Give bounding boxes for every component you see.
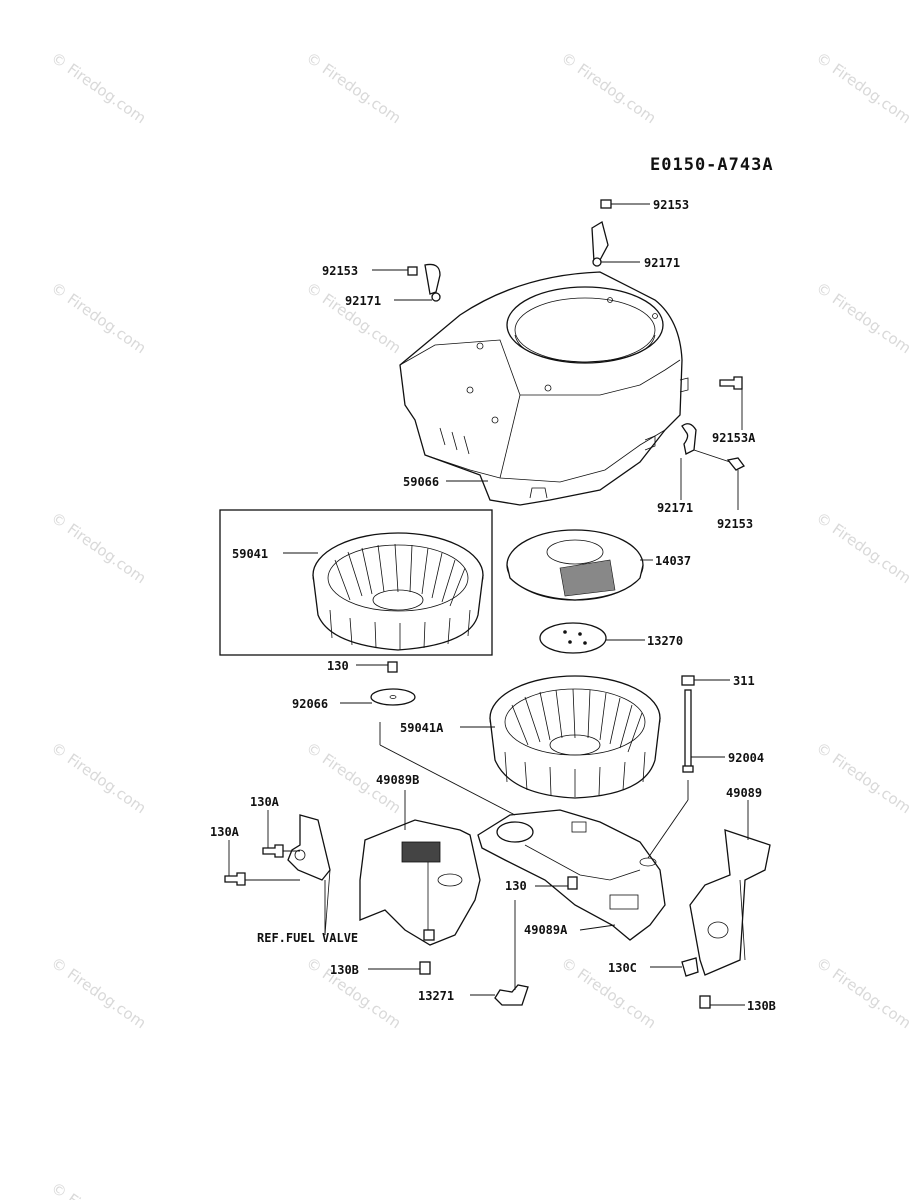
washer-part <box>370 661 416 706</box>
part-label: 130A <box>210 825 240 839</box>
part-label: 92153 <box>717 517 753 531</box>
screw-part <box>407 263 441 302</box>
watermark: © Firedog.com <box>48 279 150 358</box>
stud-part <box>681 675 695 773</box>
bolt-part <box>419 957 711 1009</box>
bracket-part <box>494 984 529 1006</box>
part-label: 92171 <box>345 294 381 308</box>
bracket-part <box>287 814 331 936</box>
part-label: 311 <box>733 674 755 688</box>
bolt-part <box>681 376 745 471</box>
leader-lines <box>228 203 749 1006</box>
part-label: 13271 <box>418 989 454 1003</box>
watermark: © Firedog.com <box>48 49 150 128</box>
part-label: 92153 <box>322 264 358 278</box>
watermark: © Firedog.com <box>48 739 150 818</box>
part-label: 13270 <box>647 634 683 648</box>
bolt-part <box>567 876 578 890</box>
watermark: © Firedog.com <box>813 954 915 1033</box>
diagram-code: E0150-A743A <box>650 155 774 175</box>
watermark: © Firedog.com <box>303 279 405 358</box>
watermark: © Firedog.com <box>813 49 915 128</box>
part-label: 130B <box>747 999 776 1013</box>
part-label: 130A <box>250 795 280 809</box>
part-label: 49089B <box>376 773 419 787</box>
baffle-part <box>359 819 481 946</box>
part-label: 49089 <box>726 786 762 800</box>
part-label: 59066 <box>403 475 439 489</box>
watermark-layer: © Firedog.com © Firedog.com © Firedog.co… <box>48 49 915 1200</box>
part-label: 92066 <box>292 697 328 711</box>
part-label: 130 <box>505 879 527 893</box>
watermark: © Firedog.com <box>303 49 405 128</box>
watermark: © Firedog.com <box>558 49 660 128</box>
fan-part <box>312 532 484 651</box>
detail-box <box>219 509 493 656</box>
screen-part <box>506 529 644 601</box>
fan-housing-part <box>399 271 689 506</box>
watermark: © Firedog.com <box>813 739 915 818</box>
watermark: © Firedog.com <box>813 509 915 588</box>
watermark: © Firedog.com <box>48 509 150 588</box>
part-label: 130B <box>330 963 359 977</box>
fan-part <box>489 675 661 799</box>
bolt-part <box>224 844 284 886</box>
part-label: 92153A <box>712 431 756 445</box>
part-label: 130C <box>608 961 637 975</box>
screw-part <box>591 199 612 267</box>
part-label: 59041 <box>232 547 268 561</box>
part-label: 49089A <box>524 923 568 937</box>
part-label: 92004 <box>728 751 764 765</box>
part-label: 92153 <box>653 198 689 212</box>
watermark: © Firedog.com <box>48 954 150 1033</box>
watermark: © Firedog.com <box>48 1179 150 1200</box>
plate-part <box>539 622 607 654</box>
watermark: © Firedog.com <box>813 279 915 358</box>
baffle-part <box>689 829 771 976</box>
part-label: 59041A <box>400 721 444 735</box>
part-label: 92171 <box>657 501 693 515</box>
part-label: 14037 <box>655 554 691 568</box>
part-label: 92171 <box>644 256 680 270</box>
reference-label: REF.FUEL VALVE <box>257 931 358 945</box>
part-label: 130 <box>327 659 349 673</box>
base-plate-part <box>477 809 666 941</box>
